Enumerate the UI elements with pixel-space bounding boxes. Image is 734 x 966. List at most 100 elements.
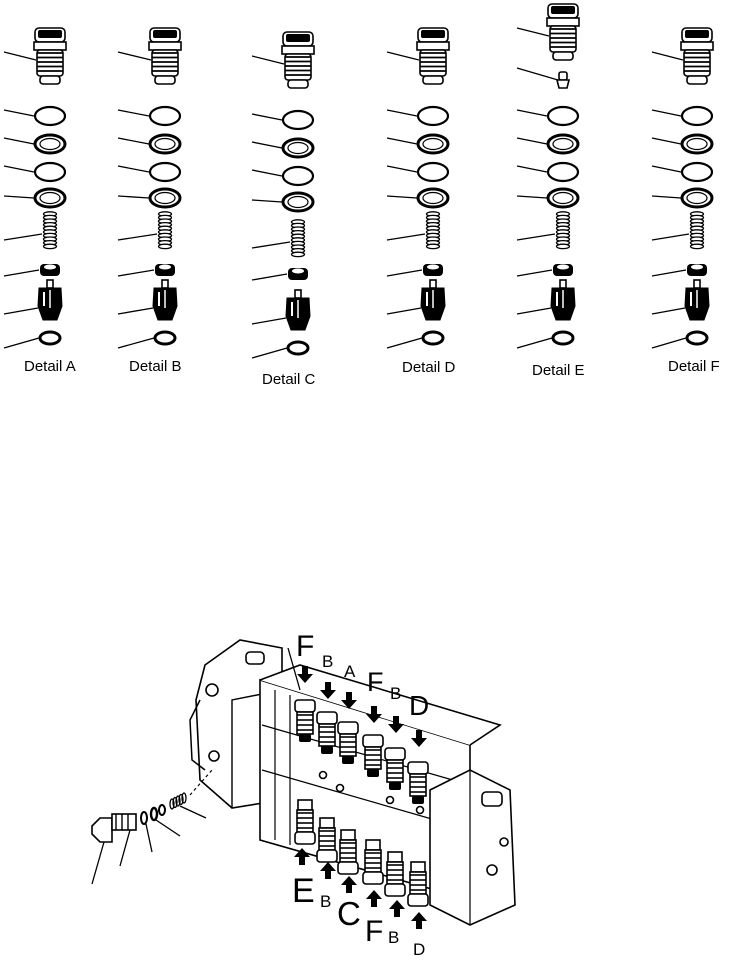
- leader-line: [117, 51, 152, 61]
- leader-line: [251, 199, 283, 203]
- spring-retainer: [40, 264, 60, 276]
- coil-spring: [290, 219, 306, 258]
- backup-ring: [680, 133, 714, 155]
- valve-seat: [551, 330, 575, 346]
- body-bolt: [335, 783, 345, 793]
- leader-line: [651, 269, 687, 277]
- control-valve-body: [189, 639, 516, 926]
- down-arrow-icon: [320, 682, 336, 699]
- bottom-relief-cartridge-6: [407, 861, 429, 907]
- backup-ring: [33, 133, 67, 155]
- port-label-top-6: D: [409, 690, 430, 721]
- bottom-relief-cartridge-2: [316, 817, 338, 863]
- leader-line: [386, 233, 426, 241]
- valve-seat: [38, 330, 62, 346]
- port-label-bottom-5: B: [388, 928, 400, 947]
- up-arrow-icon: [411, 912, 427, 929]
- backup-ring: [680, 187, 714, 209]
- body-bolt: [385, 795, 395, 805]
- bottom-relief-cartridge-5: [384, 851, 406, 897]
- leader-line: [287, 647, 301, 691]
- side-relief-parts: [91, 769, 213, 885]
- leader-line: [3, 269, 40, 277]
- leader-line: [117, 195, 150, 199]
- backup-ring: [148, 187, 182, 209]
- backup-ring: [149, 806, 159, 822]
- leader-line: [117, 307, 154, 315]
- valve-seat: [286, 340, 310, 356]
- up-arrow-icon: [366, 890, 382, 907]
- valve-spool: [420, 279, 446, 321]
- o-ring: [546, 105, 580, 127]
- valve-seat: [421, 330, 445, 346]
- detail-group-f: [651, 27, 714, 349]
- leader-line: [117, 269, 155, 277]
- port-label-top-1: F: [296, 630, 315, 663]
- leader-line: [651, 137, 682, 145]
- detail-group-b: [117, 27, 182, 349]
- port-label-top-3: A: [344, 662, 356, 681]
- leader-line: [251, 169, 283, 177]
- backup-ring: [416, 187, 450, 209]
- valve-seat: [685, 330, 709, 346]
- leader-line: [516, 337, 553, 349]
- coil-spring: [425, 211, 441, 250]
- leader-line: [651, 233, 690, 241]
- detail-caption-d: Detail D: [402, 359, 456, 376]
- leader-line: [516, 269, 553, 277]
- valve-spool: [550, 279, 576, 321]
- o-ring: [416, 105, 450, 127]
- poppet-part: [555, 71, 571, 89]
- spring-retainer: [155, 264, 175, 276]
- o-ring: [140, 811, 148, 825]
- port-label-bottom-3: C: [337, 895, 361, 932]
- leader-line: [386, 195, 418, 199]
- leader-line: [145, 823, 153, 853]
- leader-line: [251, 55, 285, 65]
- detail-caption-f: Detail F: [668, 358, 720, 375]
- up-arrow-icon: [294, 848, 310, 865]
- backup-ring: [148, 133, 182, 155]
- port-label-top-2: B: [322, 652, 334, 671]
- o-ring: [680, 105, 714, 127]
- spring-retainer: [687, 264, 707, 276]
- leader-line: [651, 165, 682, 173]
- leader-line: [651, 337, 687, 349]
- leader-line: [119, 829, 131, 867]
- port-label-bottom-4: F: [365, 915, 384, 948]
- plug-part: [546, 3, 580, 61]
- o-ring: [158, 804, 166, 816]
- down-arrow-icon: [341, 692, 357, 709]
- detail-group-d: [386, 27, 450, 349]
- leader-line: [117, 109, 150, 117]
- body-bolt: [415, 805, 425, 815]
- top-relief-cartridge-4: [362, 734, 384, 777]
- leader-line: [516, 137, 548, 145]
- spring-retainer: [423, 264, 443, 276]
- valve-spool: [152, 279, 178, 321]
- leader-line: [179, 805, 207, 819]
- plug-part: [680, 27, 714, 85]
- o-ring: [281, 109, 315, 131]
- leader-line: [155, 819, 181, 837]
- port-label-bottom-6: D: [413, 940, 426, 959]
- up-arrow-icon: [320, 862, 336, 879]
- detail-group-c: [251, 31, 315, 359]
- leader-line: [386, 269, 423, 277]
- detail-caption-b: Detail B: [129, 358, 182, 375]
- leader-line: [386, 307, 422, 315]
- leader-line: [251, 241, 291, 249]
- leader-line: [516, 195, 548, 199]
- leader-line: [386, 165, 418, 173]
- top-relief-cartridge-5: [384, 747, 406, 790]
- leader-line: [516, 67, 559, 81]
- leader-line: [3, 337, 40, 349]
- coil-spring: [42, 211, 58, 250]
- top-relief-cartridge-1: [294, 699, 316, 742]
- leader-line: [386, 109, 418, 117]
- o-ring: [148, 105, 182, 127]
- coil-spring: [555, 211, 571, 250]
- leader-line: [117, 337, 155, 349]
- leader-line: [3, 51, 37, 61]
